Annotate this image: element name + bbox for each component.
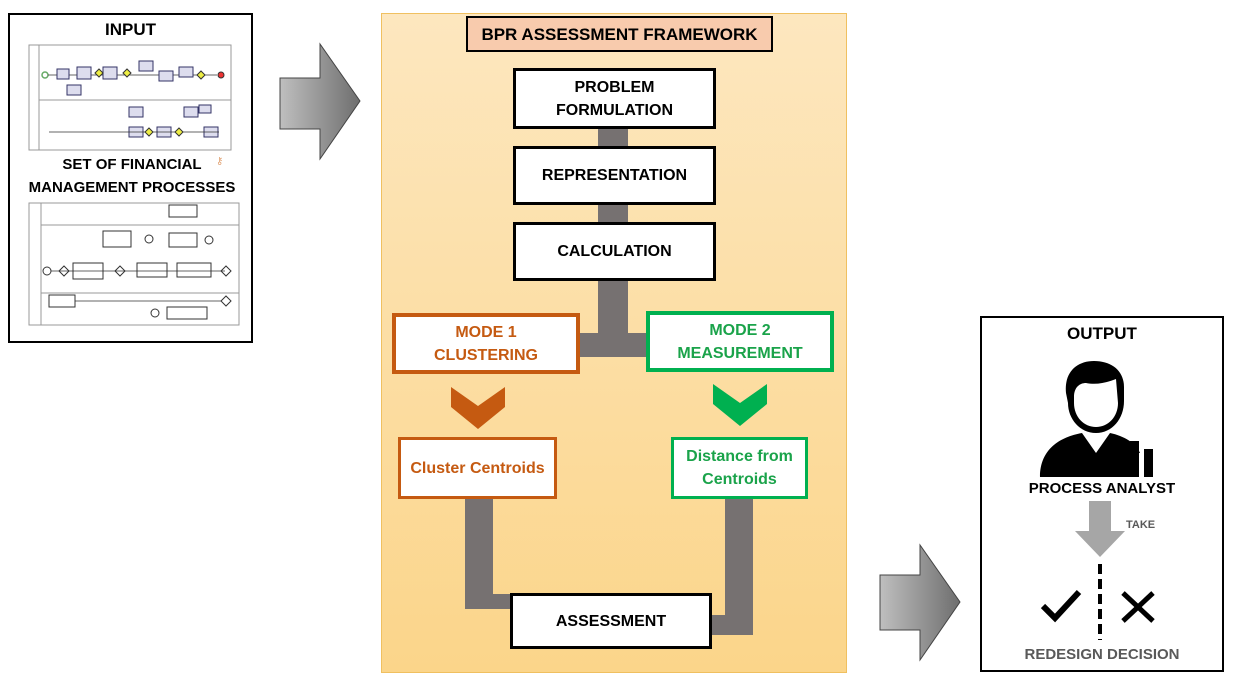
- take-label: TAKE: [1126, 519, 1156, 531]
- take-arrow-icon: [1075, 501, 1125, 557]
- connector-left-down: [465, 497, 493, 609]
- divider-dashed-line: [1098, 564, 1102, 640]
- bpmn-diagram-thumbnail-top: [28, 44, 232, 151]
- input-caption: SET OF FINANCIAL MANAGEMENT PROCESSES: [28, 156, 236, 196]
- process-analyst-label: PROCESS ANALYST: [1028, 480, 1176, 497]
- mode1-chevron-icon: [451, 387, 505, 429]
- redesign-decision-label: REDESIGN DECISION: [1024, 646, 1180, 663]
- mode2-label: MODE 2: [709, 321, 771, 339]
- distance-label-line2: Centroids: [702, 471, 777, 488]
- calculation-box: CALCULATION: [513, 222, 716, 281]
- input-heading: INPUT: [105, 20, 156, 39]
- cross-icon: [1121, 591, 1155, 623]
- mode1-label: MODE 1: [455, 323, 517, 341]
- measurement-label: MEASUREMENT: [677, 344, 803, 362]
- problem-formulation-label: PROBLEM FORMULATION: [555, 78, 673, 119]
- distance-from-centroids-box: Distance from Centroids: [671, 437, 808, 499]
- connector-horizontal-modes: [578, 333, 650, 357]
- assessment-box: ASSESSMENT: [510, 593, 712, 649]
- output-heading: OUTPUT: [1067, 324, 1137, 343]
- input-arrow: [279, 42, 361, 161]
- connector-right-bottom: [710, 615, 753, 635]
- small-key-icon: ⚷: [216, 156, 224, 167]
- mode1-clustering-box: MODE 1 CLUSTERING: [392, 313, 580, 374]
- framework-title: BPR ASSESSMENT FRAMEWORK: [466, 16, 773, 52]
- output-arrow: [879, 543, 961, 662]
- check-icon: [1040, 589, 1082, 623]
- problem-formulation-box: PROBLEM FORMULATION: [513, 68, 716, 129]
- bpmn-diagram-thumbnail-bottom: [28, 202, 240, 326]
- mode2-chevron-icon: [713, 384, 767, 426]
- clustering-label: CLUSTERING: [434, 346, 538, 364]
- mode2-measurement-box: MODE 2 MEASUREMENT: [646, 311, 834, 372]
- representation-box: REPRESENTATION: [513, 146, 716, 205]
- connector-right-down: [725, 497, 753, 635]
- connector-left-bottom: [465, 594, 513, 609]
- distance-label-line1: Distance from: [686, 448, 793, 465]
- process-analyst-icon: [1040, 361, 1153, 477]
- cluster-centroids-box: Cluster Centroids: [398, 437, 557, 499]
